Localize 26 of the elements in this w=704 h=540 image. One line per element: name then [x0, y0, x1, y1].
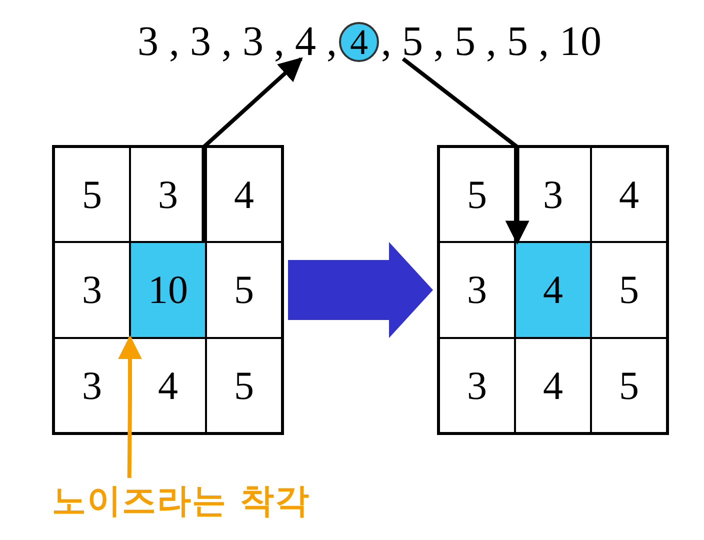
grid-cell: 5	[54, 147, 130, 242]
arrow	[402, 57, 530, 245]
grid-cell: 4	[515, 242, 591, 338]
grid-cell: 4	[206, 147, 282, 242]
grid-cell: 4	[515, 338, 591, 433]
grid-cell: 4	[130, 338, 206, 433]
grid-before	[52, 145, 284, 435]
grid-cell: 5	[206, 338, 282, 433]
median-circle: 4	[339, 22, 379, 62]
handwritten-note: 노이즈라는 착각	[52, 478, 310, 524]
grid-cell: 5	[439, 147, 515, 242]
grid-cell: 3	[439, 242, 515, 338]
block-arrow	[288, 242, 433, 338]
grid-cell: 3	[54, 338, 130, 433]
grid-cell: 10	[130, 242, 206, 338]
grid-cell: 4	[591, 147, 667, 242]
grid-after	[437, 145, 669, 435]
grid-cell: 3	[439, 338, 515, 433]
grid-cell: 5	[591, 242, 667, 338]
grid-cell: 5	[591, 338, 667, 433]
grid-cell: 3	[54, 242, 130, 338]
sorted-values-text: , 5 , 5 , 5 , 10	[381, 18, 602, 66]
arrow	[202, 57, 303, 242]
arrow	[118, 335, 142, 478]
grid-cell: 5	[206, 242, 282, 338]
sorted-values-text: 3 , 3 , 3 , 4 ,	[138, 18, 337, 66]
